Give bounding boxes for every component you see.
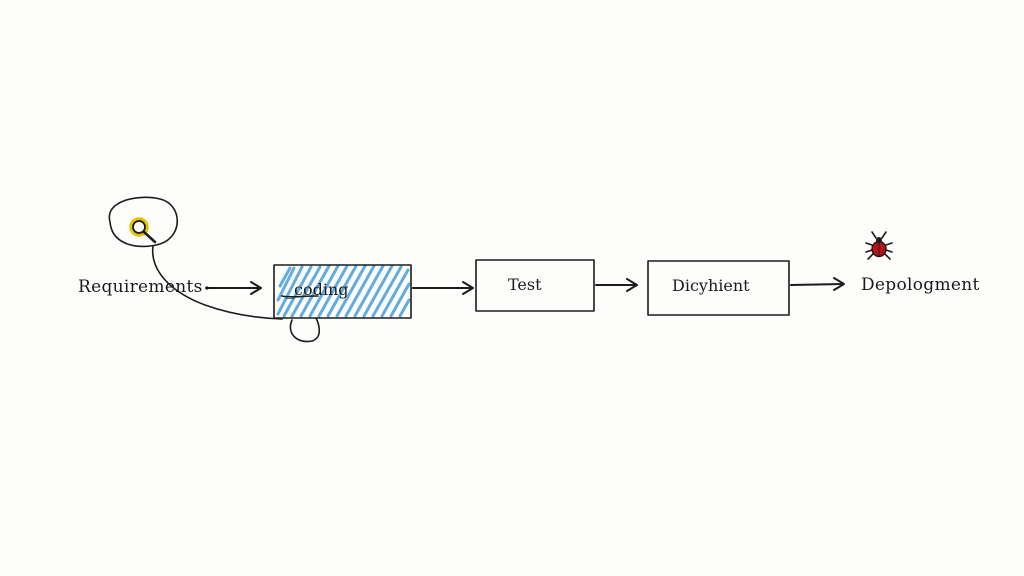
coding-box: _coding xyxy=(273,264,412,343)
test-box: Test xyxy=(475,259,595,312)
deployment-label: Depologment xyxy=(861,275,980,295)
arrow-test-to-discyhient xyxy=(595,278,638,292)
coding-box-border xyxy=(273,264,412,319)
coding-label: _coding xyxy=(286,280,349,299)
coding-underline xyxy=(281,295,319,298)
coding-hatch-fill xyxy=(276,264,411,318)
arrow-requirements-to-coding xyxy=(205,281,262,295)
test-label: Test xyxy=(508,275,542,294)
test-box-border xyxy=(475,259,595,312)
magnifier-icon xyxy=(129,217,157,244)
requirements-thought-bubble xyxy=(108,196,178,248)
discyhient-box-border xyxy=(647,260,790,316)
discyhient-box: Dicyhient xyxy=(647,260,790,316)
discyhient-label: Dicyhient xyxy=(672,276,750,295)
bug-icon xyxy=(865,231,893,260)
arrow-coding-to-test xyxy=(412,281,474,295)
requirements-label: Requirements xyxy=(78,277,203,297)
arrow-discyhient-to-deployment xyxy=(790,277,845,291)
requirements-connector-curve xyxy=(151,245,283,320)
coding-loop-curve xyxy=(289,317,321,343)
